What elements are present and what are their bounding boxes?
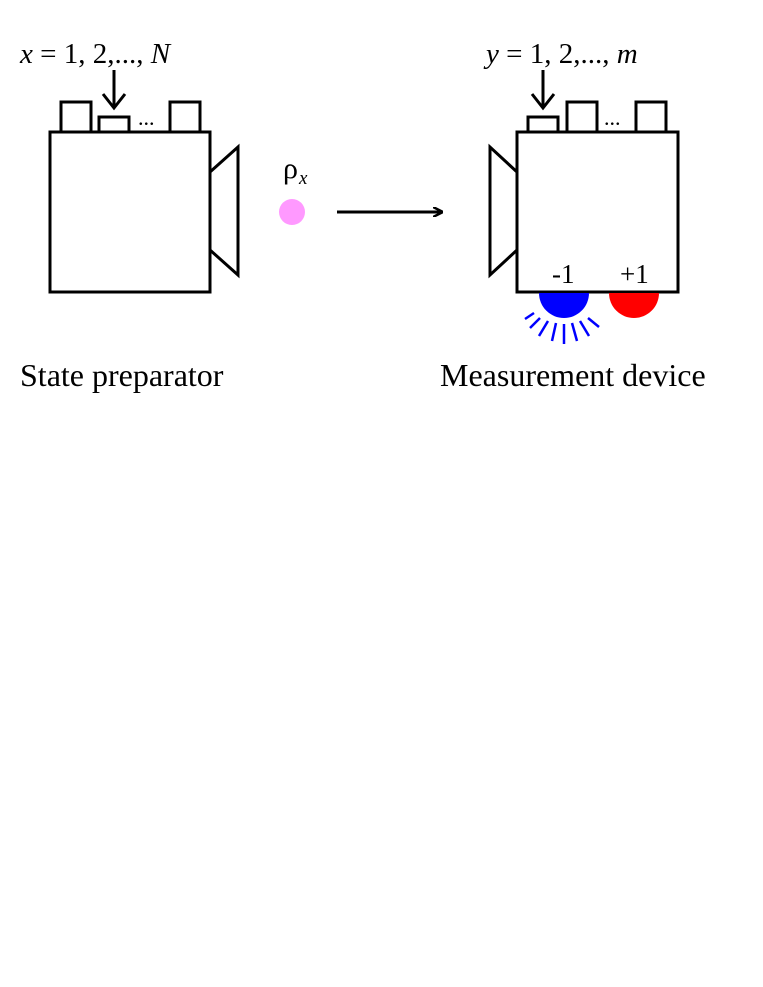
quantum-state: ρx [279, 152, 442, 225]
measurement-caption: Measurement device [440, 357, 706, 393]
outcome-minus-lamp-lit [539, 293, 589, 318]
outcome-plus-lamp [609, 293, 659, 318]
measurement-box [515, 130, 680, 294]
state-label: ρx [283, 152, 308, 189]
measurement-button-1-pressed[interactable] [526, 115, 560, 134]
measurement-input-label: y = 1, 2,..., m [483, 38, 638, 70]
measurement-detector-horn [488, 143, 519, 279]
measurement-device: y = 1, 2,..., m ... -1 +1 Measurement de… [440, 38, 706, 393]
outcome-minus-label: -1 [552, 259, 575, 289]
state-particle [279, 199, 305, 225]
preparator-caption: State preparator [20, 357, 224, 393]
measurement-selector-arrow [530, 70, 556, 111]
preparator-box [48, 130, 212, 294]
preparator-button-1[interactable] [59, 100, 93, 134]
measurement-button-m[interactable] [634, 100, 668, 134]
preparator-button-2-pressed[interactable] [97, 115, 131, 134]
preparator-button-N[interactable] [168, 100, 202, 134]
measurement-buttons-ellipsis: ... [604, 105, 621, 130]
outcome-plus-label: +1 [620, 259, 649, 289]
preparator-buttons-ellipsis: ... [138, 105, 155, 130]
measurement-button-2[interactable] [565, 100, 599, 134]
state-preparator: x = 1, 2,..., N ... State preparator [19, 38, 240, 393]
preparator-emitter-horn [208, 143, 240, 279]
preparator-input-label: x = 1, 2,..., N [19, 38, 172, 70]
lamp-glow-rays [524, 311, 600, 344]
preparator-selector-arrow [101, 70, 127, 111]
